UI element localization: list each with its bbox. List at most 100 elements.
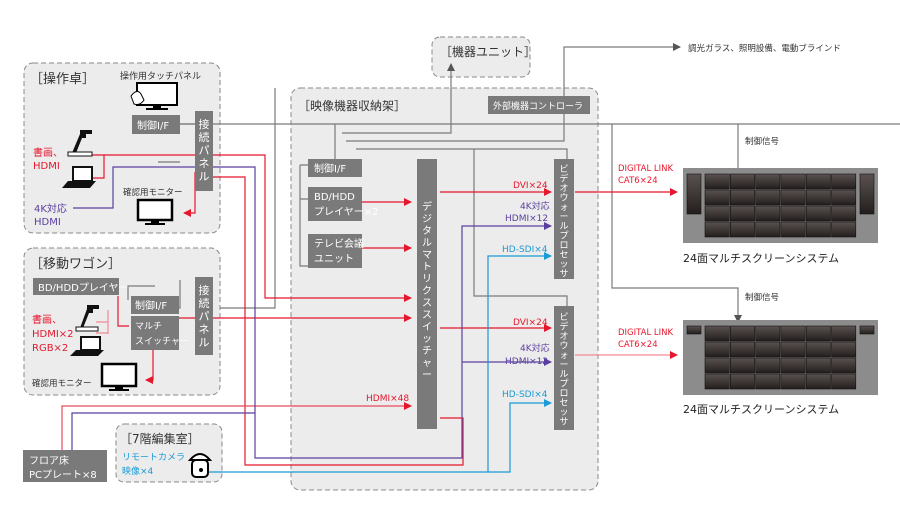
multiscreen-wall <box>683 320 878 395</box>
vertical-char: 接 <box>199 118 210 131</box>
wagon-document-camera-icon <box>75 305 99 332</box>
check-monitor-icon <box>136 198 174 225</box>
vertical-char: ビ <box>559 312 568 323</box>
vertical-char: ー <box>559 213 568 223</box>
vertical-char: デ <box>559 321 568 333</box>
unit-title: ［機器ユニット］ <box>440 44 536 59</box>
uhd-label-1b: HDMI×12 <box>505 214 548 224</box>
purple-video-lines <box>71 166 552 459</box>
screen-panel <box>831 357 857 374</box>
sdi-label-2: HD-SDI×4 <box>502 390 548 400</box>
screen-panel <box>704 373 730 390</box>
screen-panel <box>805 189 831 206</box>
console-monitor-label: 確認用モニター <box>123 187 183 198</box>
digital-link-2b: CAT6×24 <box>618 340 658 350</box>
screen-panel <box>805 357 831 374</box>
screen-panel <box>729 189 755 206</box>
console-doc-label-1: 書画、 <box>33 146 63 159</box>
digital-link-1b: CAT6×24 <box>618 176 658 186</box>
wagon-switcher-2: スイッチャー <box>135 336 189 347</box>
vertical-char: デ <box>559 173 568 185</box>
screen-panel <box>780 341 806 358</box>
wagon-monitor-label: 確認用モニター <box>32 378 92 389</box>
external-devices-label: 調光ガラス、照明設備、電動ブラインド <box>688 43 841 54</box>
screen-panel <box>805 373 831 390</box>
document-camera-icon <box>67 130 93 157</box>
wagon-laptop-icon <box>70 336 104 356</box>
vertical-char: プ <box>559 231 568 242</box>
screen-panel <box>729 341 755 358</box>
screen-panel <box>831 189 857 206</box>
screen-panel <box>704 325 730 342</box>
sdi-label-1: HD-SDI×4 <box>502 245 548 255</box>
screen-panel <box>831 341 857 358</box>
screen-panel <box>704 221 730 238</box>
floor-plate-1: フロア床 <box>29 454 69 467</box>
vertical-char: デ <box>422 200 432 213</box>
unit-panel <box>431 36 531 78</box>
vertical-char: パ <box>199 310 210 323</box>
vertical-char: 接 <box>199 284 210 297</box>
screen-panel <box>780 325 806 342</box>
screen-panel <box>729 373 755 390</box>
vertical-char: セ <box>559 250 568 261</box>
multiscreen-wall <box>683 168 878 243</box>
vertical-char: ル <box>422 238 432 249</box>
touch-panel-label: 操作用タッチパネル <box>120 70 201 82</box>
vertical-char: ル <box>559 370 568 380</box>
console-doc-label-2: HDMI <box>33 161 60 172</box>
screen-panel <box>704 341 730 358</box>
vertical-char: ル <box>559 222 568 232</box>
screen-system-label-2: 24面マルチスクリーンシステム <box>683 403 839 416</box>
speaker <box>859 325 875 335</box>
screen-panel <box>831 173 857 190</box>
vertical-char: チ <box>422 345 432 357</box>
dvi-label-2: DVI×24 <box>513 318 548 328</box>
vertical-char: ク <box>422 285 432 297</box>
laptop-icon <box>62 166 96 188</box>
wagon-bd-label: BD/HDDプレイヤー <box>38 282 129 294</box>
vertical-char: パ <box>199 144 210 157</box>
screen-panel <box>704 205 730 222</box>
vertical-char: ル <box>199 336 210 349</box>
wagon-title: ［移動ワゴン］ <box>30 256 121 272</box>
screen-panel <box>831 325 857 342</box>
screen-panel <box>704 189 730 206</box>
digital-link-2a: DIGITAL LINK <box>618 328 674 338</box>
vertical-char: タ <box>422 225 432 237</box>
screen-panel <box>780 189 806 206</box>
screen-panel <box>755 205 781 222</box>
edit-room-title: ［7階編集室］ <box>120 431 200 446</box>
control-signal-label-1: 制御信号 <box>745 136 779 147</box>
wagon-monitor-icon <box>100 362 138 391</box>
console-4k-label-1: 4K対応 <box>34 202 67 215</box>
console-control-if: 制御I/F <box>137 119 169 132</box>
rack-bd-1: BD/HDD <box>314 192 355 203</box>
screen-panel <box>704 173 730 190</box>
rack-title: ［映像機器収納架］ <box>298 98 406 113</box>
uhd-label-1a: 4K対応 <box>520 200 550 212</box>
wagon-input-3: RGB×2 <box>32 343 68 354</box>
rack-bd-2: プレイヤー×2 <box>314 206 378 218</box>
blue-video-lines <box>207 252 552 473</box>
camera-label-2: 映像×4 <box>122 465 154 477</box>
vertical-char: ロ <box>559 389 568 399</box>
control-signal-label-2: 制御信号 <box>745 292 779 303</box>
device-boxes <box>23 96 590 482</box>
vertical-char: ャ <box>422 358 432 369</box>
screen-panel <box>755 325 781 342</box>
wagon-control-if: 制御I/F <box>135 299 167 312</box>
screen-panel <box>729 325 755 342</box>
rack-tv-2: ユニット <box>314 254 354 265</box>
speaker <box>859 173 875 215</box>
rack-panel <box>290 87 599 491</box>
screen-panel <box>780 373 806 390</box>
vertical-char: サ <box>559 417 568 428</box>
external-controller-label: 外部機器コントローラ <box>493 100 583 112</box>
screen-panel <box>805 205 831 222</box>
screen-system-label-1: 24面マルチスクリーンシステム <box>683 252 839 265</box>
screen-panel <box>755 341 781 358</box>
screen-panel <box>755 357 781 374</box>
